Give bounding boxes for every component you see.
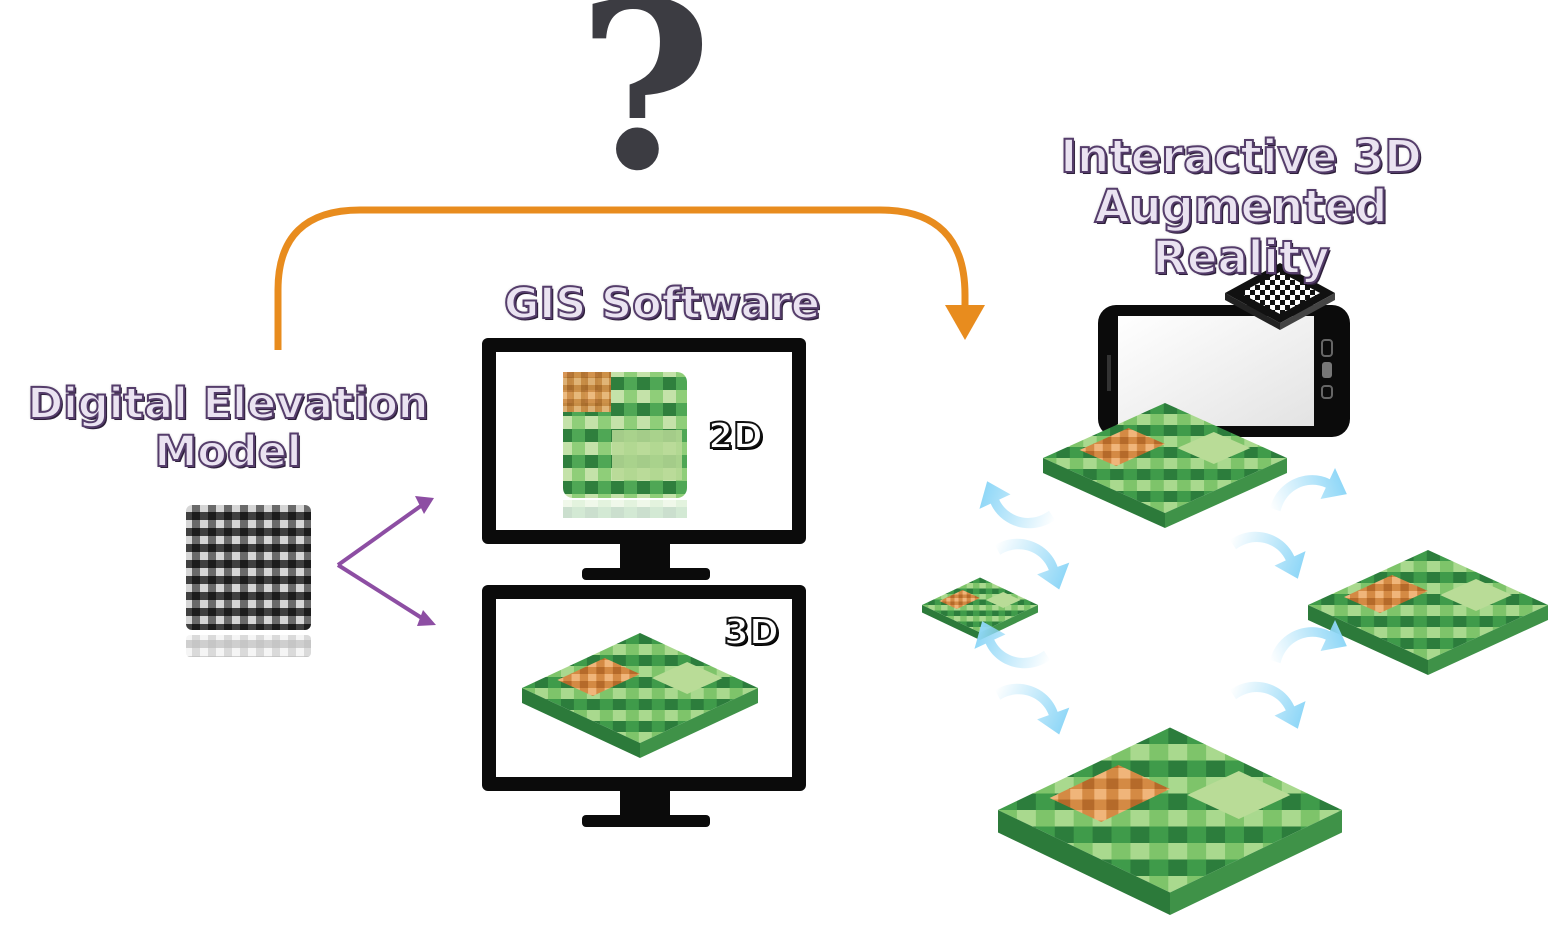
curved-arrow-icon	[274, 206, 985, 350]
question-mark-icon: ?	[577, 0, 713, 222]
monitor-2d-icon	[482, 338, 806, 580]
smartphone-icon	[1098, 305, 1350, 437]
view-2d-label: 2D	[707, 415, 764, 458]
ar-label-text: Interactive 3D Augmented Reality	[1059, 130, 1422, 284]
monitor-3d-icon	[482, 585, 806, 827]
dem-label-text: Digital Elevation Model	[26, 379, 429, 478]
dem-label: Digital Elevation Model	[14, 379, 442, 478]
dem-raster-icon	[186, 505, 311, 657]
gis-software-label: GIS Software	[503, 279, 821, 329]
ar-label: Interactive 3D Augmented Reality	[1000, 130, 1482, 284]
ar-marker-icon	[1225, 263, 1335, 330]
view-3d-label: 3D	[723, 611, 780, 654]
split-arrow-icon	[336, 496, 436, 626]
